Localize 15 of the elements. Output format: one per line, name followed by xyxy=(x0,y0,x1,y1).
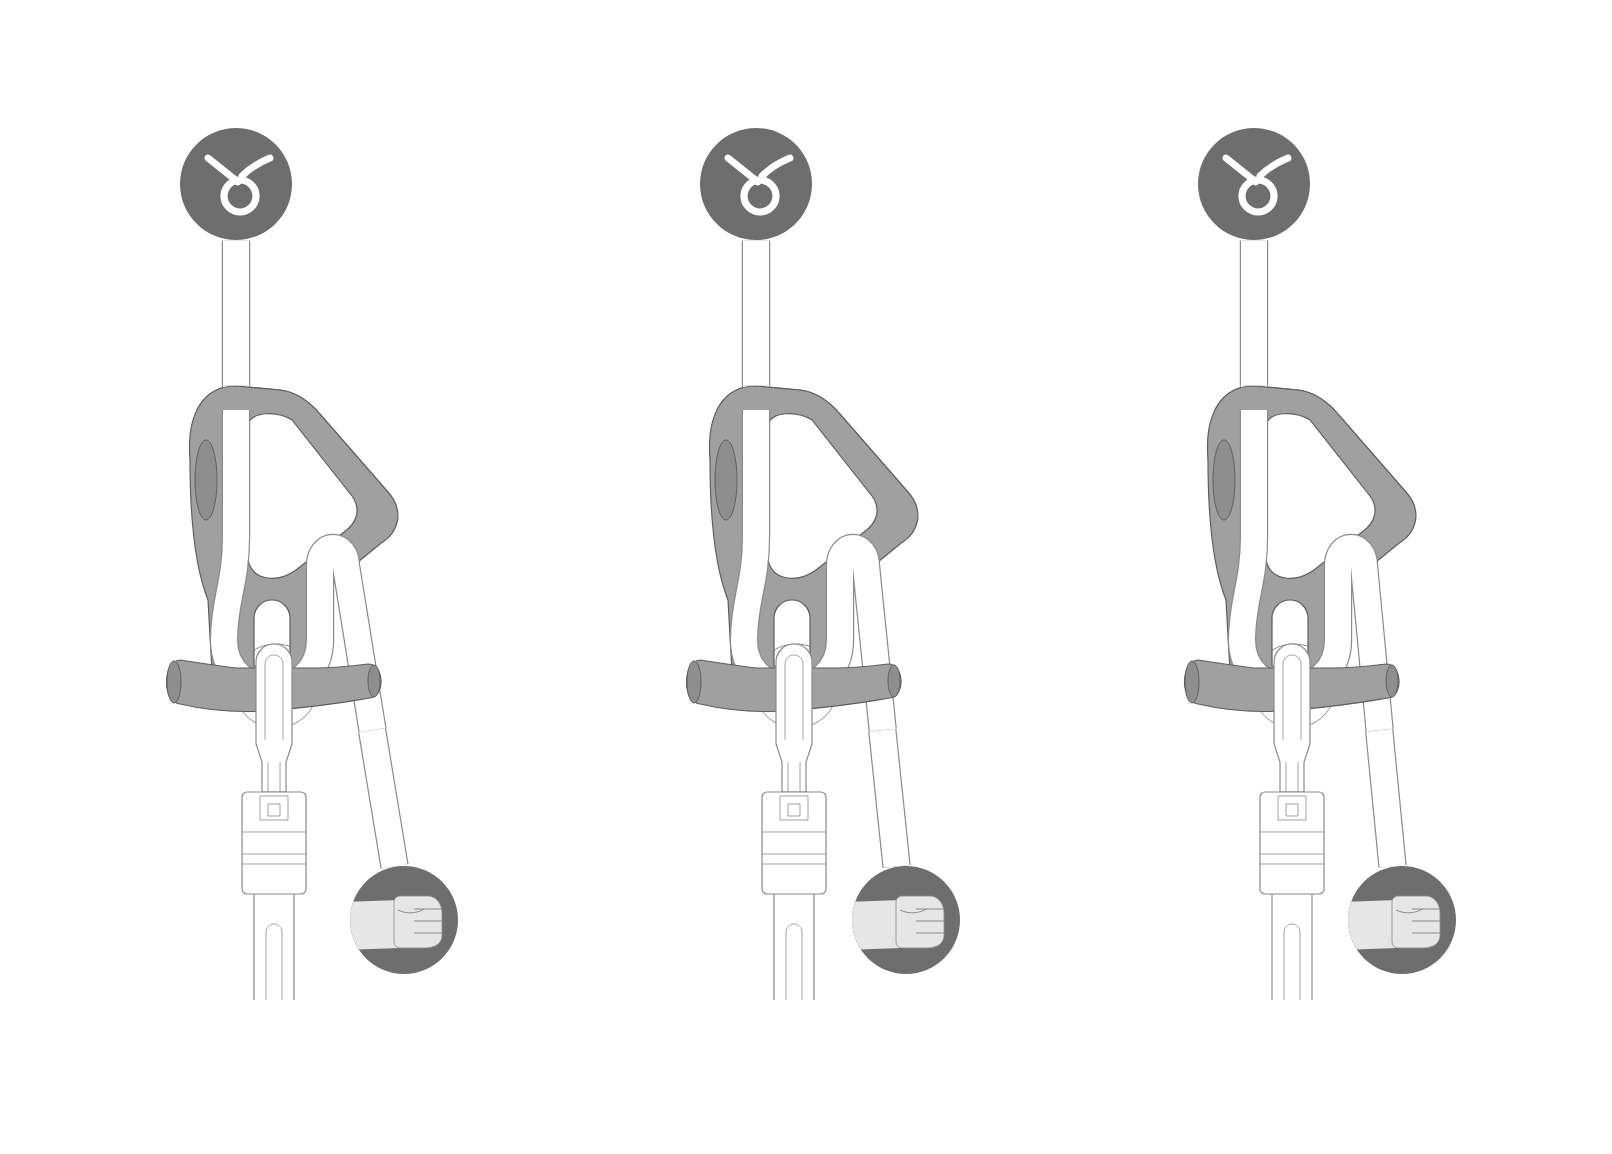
rope xyxy=(358,728,409,869)
ring-icon xyxy=(1198,128,1310,240)
fist-icon xyxy=(350,866,458,974)
rope xyxy=(1239,240,1269,386)
belay-device xyxy=(165,385,399,733)
belay-device xyxy=(1183,385,1417,732)
ring-icon xyxy=(180,128,292,240)
rope xyxy=(221,240,251,386)
rope xyxy=(868,728,911,868)
fist-icon xyxy=(852,866,960,974)
fist-icon xyxy=(1348,866,1456,974)
ring-icon xyxy=(700,128,812,240)
rope xyxy=(741,240,771,386)
rope xyxy=(1365,729,1407,868)
belay-device xyxy=(685,385,919,732)
